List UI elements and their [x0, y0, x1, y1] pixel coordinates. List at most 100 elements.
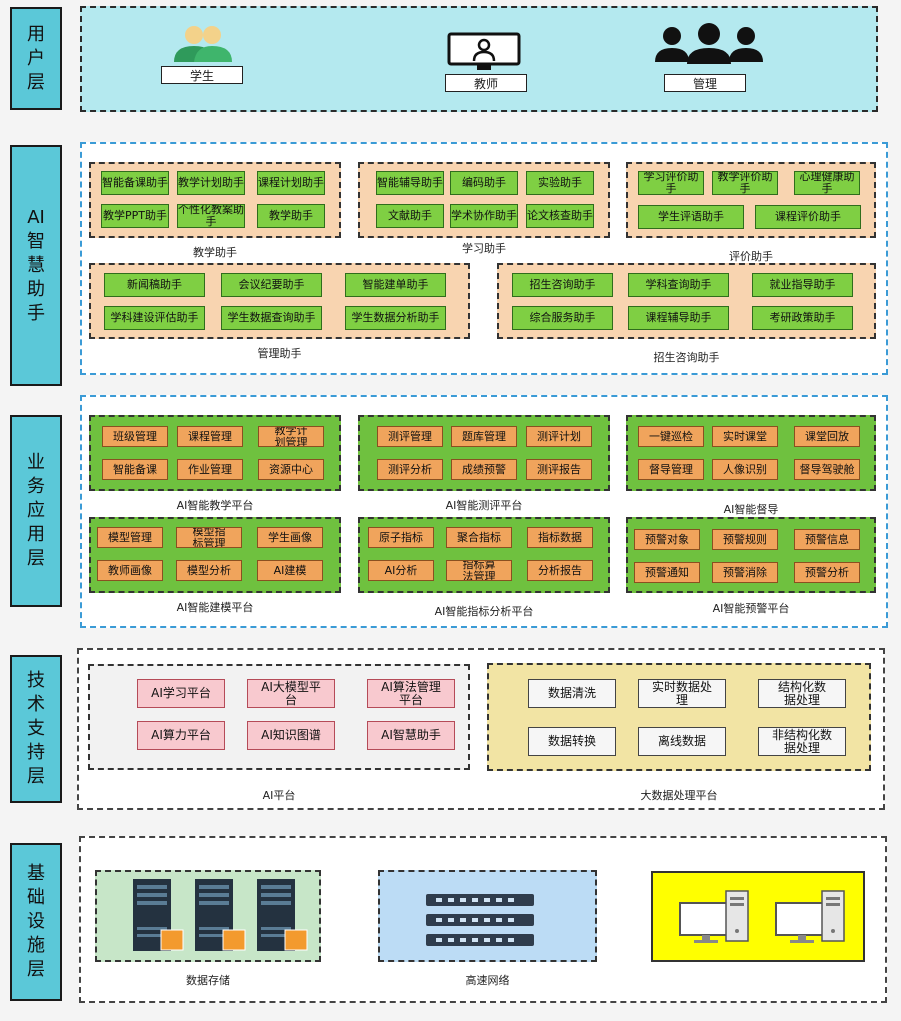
biz-chip[interactable]: 人像识别 — [712, 459, 778, 480]
ai-chip[interactable]: 考研政策助手 — [752, 306, 853, 330]
ai-group-caption: 招生咨询助手 — [653, 351, 720, 364]
biz-chip[interactable]: 测评计划 — [526, 426, 592, 447]
tech-chip[interactable]: 实时数据处理 — [638, 679, 726, 708]
tech-chip[interactable]: AI知识图谱 — [247, 721, 335, 750]
biz-chip[interactable]: 教师画像 — [97, 560, 163, 581]
ai-chip[interactable]: 学生评语助手 — [638, 205, 744, 229]
ai-chip[interactable]: 教学PPT助手 — [101, 204, 169, 228]
layer-label-business: 业务应用层 — [10, 415, 62, 607]
biz-chip[interactable]: 分析报告 — [527, 560, 593, 581]
teacher-icon — [447, 32, 521, 70]
biz-chip[interactable]: 智能备课 — [102, 459, 168, 480]
ai-chip[interactable]: 文献助手 — [376, 204, 444, 228]
tech-chip[interactable]: AI算力平台 — [137, 721, 225, 750]
biz-chip[interactable]: 预警信息 — [794, 529, 860, 550]
biz-group-caption: AI智能建模平台 — [176, 601, 254, 614]
biz-chip[interactable]: 预警对象 — [634, 529, 700, 550]
biz-chip[interactable]: 课程管理 — [177, 426, 243, 447]
layer-label-tech: 技术支持层 — [10, 655, 62, 803]
tech-chip[interactable]: AI智慧助手 — [367, 721, 455, 750]
ai-chip[interactable]: 论文核查助手 — [526, 204, 594, 228]
ai-chip[interactable]: 新闻稿助手 — [104, 273, 205, 297]
biz-chip[interactable]: 模型指标管理 — [176, 527, 242, 548]
biz-chip[interactable]: 教学计划管理 — [258, 426, 324, 447]
biz-chip[interactable]: 一键巡检 — [638, 426, 704, 447]
ai-chip[interactable]: 课程评价助手 — [755, 205, 861, 229]
tech-group-caption: AI平台 — [262, 789, 296, 802]
biz-chip[interactable]: 成绩预警 — [451, 459, 517, 480]
ai-chip[interactable]: 智能建单助手 — [345, 273, 446, 297]
student-icon — [174, 26, 232, 62]
biz-group-caption: AI智能教学平台 — [176, 499, 254, 512]
biz-chip[interactable]: 模型管理 — [97, 527, 163, 548]
tech-chip[interactable]: 结构化数据处理 — [758, 679, 846, 708]
tech-chip[interactable]: 数据转换 — [528, 727, 616, 756]
biz-chip[interactable]: 预警规则 — [712, 529, 778, 550]
infra-caption-network: 高速网络 — [465, 974, 510, 987]
ai-group-caption: 教学助手 — [193, 246, 237, 259]
ai-chip[interactable]: 学生数据分析助手 — [345, 306, 446, 330]
biz-group-caption: AI智能预警平台 — [712, 602, 790, 615]
ai-chip[interactable]: 个性化教案助手 — [177, 204, 245, 228]
tech-chip[interactable]: AI学习平台 — [137, 679, 225, 708]
biz-group-caption: AI智能督导 — [723, 503, 779, 516]
biz-chip[interactable]: 实时课堂 — [712, 426, 778, 447]
biz-chip[interactable]: 测评管理 — [377, 426, 443, 447]
biz-chip[interactable]: 题库管理 — [451, 426, 517, 447]
management-icon — [655, 23, 763, 64]
biz-chip[interactable]: 资源中心 — [258, 459, 324, 480]
ai-chip[interactable]: 招生咨询助手 — [512, 273, 613, 297]
ai-chip[interactable]: 智能辅导助手 — [376, 171, 444, 195]
biz-chip[interactable]: 指标数据 — [527, 527, 593, 548]
biz-chip[interactable]: 预警分析 — [794, 562, 860, 583]
biz-chip[interactable]: 聚合指标 — [446, 527, 512, 548]
ai-chip[interactable]: 学习评价助手 — [638, 171, 704, 195]
ai-chip[interactable]: 学科查询助手 — [628, 273, 729, 297]
biz-chip[interactable]: 作业管理 — [177, 459, 243, 480]
biz-group-caption: AI智能指标分析平台 — [434, 605, 534, 618]
user-tag-student: 学生 — [161, 66, 243, 84]
ai-chip[interactable]: 课程计划助手 — [257, 171, 325, 195]
biz-chip[interactable]: 指标算法管理 — [446, 560, 512, 581]
tech-chip[interactable]: AI算法管理平台 — [367, 679, 455, 708]
ai-group-caption: 学习助手 — [462, 242, 506, 255]
ai-chip[interactable]: 学术协作助手 — [450, 204, 518, 228]
ai-chip[interactable]: 综合服务助手 — [512, 306, 613, 330]
ai-chip[interactable]: 实验助手 — [526, 171, 594, 195]
tech-group-caption: 大数据处理平台 — [640, 789, 718, 802]
biz-chip[interactable]: 测评分析 — [377, 459, 443, 480]
biz-chip[interactable]: 预警消除 — [712, 562, 778, 583]
ai-chip[interactable]: 就业指导助手 — [752, 273, 853, 297]
biz-chip[interactable]: AI建模 — [257, 560, 323, 581]
biz-chip[interactable]: 督导管理 — [638, 459, 704, 480]
infra-caption-storage: 数据存储 — [186, 974, 230, 987]
ai-chip[interactable]: 教学助手 — [257, 204, 325, 228]
biz-chip[interactable]: 模型分析 — [176, 560, 242, 581]
ai-chip[interactable]: 课程辅导助手 — [628, 306, 729, 330]
biz-chip[interactable]: 原子指标 — [368, 527, 434, 548]
ai-chip[interactable]: 会议纪要助手 — [221, 273, 322, 297]
ai-chip[interactable]: 学科建设评估助手 — [104, 306, 205, 330]
ai-chip[interactable]: 智能备课助手 — [101, 171, 169, 195]
biz-chip[interactable]: 班级管理 — [102, 426, 168, 447]
user-tag-management: 管理 — [664, 74, 746, 92]
biz-chip[interactable]: 测评报告 — [526, 459, 592, 480]
tech-chip[interactable]: 数据清洗 — [528, 679, 616, 708]
ai-chip[interactable]: 教学计划助手 — [177, 171, 245, 195]
biz-group-caption: AI智能测评平台 — [445, 499, 523, 512]
biz-chip[interactable]: 督导驾驶舱 — [794, 459, 860, 480]
ai-chip[interactable]: 教学评价助手 — [712, 171, 778, 195]
ai-chip[interactable]: 编码助手 — [450, 171, 518, 195]
layer-label-user: 用户层 — [10, 7, 62, 110]
network-switch-icon — [426, 894, 534, 946]
biz-chip[interactable]: 学生画像 — [257, 527, 323, 548]
tech-chip[interactable]: AI大模型平台 — [247, 679, 335, 708]
biz-chip[interactable]: 课堂回放 — [794, 426, 860, 447]
tech-chip[interactable]: 离线数据 — [638, 727, 726, 756]
biz-chip[interactable]: AI分析 — [368, 560, 434, 581]
tech-chip[interactable]: 非结构化数据处理 — [758, 727, 846, 756]
ai-chip[interactable]: 心理健康助手 — [794, 171, 860, 195]
layer-label-infra: 基础设施层 — [10, 843, 62, 1001]
ai-chip[interactable]: 学生数据查询助手 — [221, 306, 322, 330]
biz-chip[interactable]: 预警通知 — [634, 562, 700, 583]
